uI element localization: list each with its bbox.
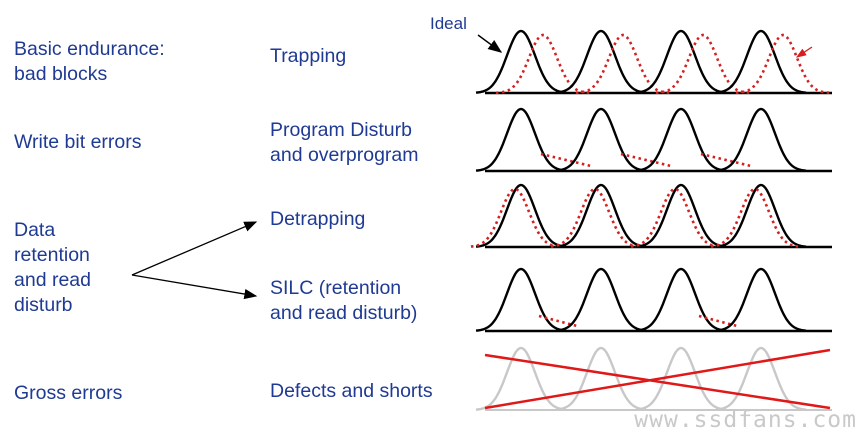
- cross-line-up: [484, 348, 831, 410]
- ideal-pointer: [477, 34, 503, 53]
- ideal-distribution-curve: [475, 183, 567, 248]
- ideal-distribution-curve: [715, 29, 807, 94]
- ideal-distribution-curve: [635, 183, 727, 248]
- category-data-retention: Data retention and read disturb: [14, 219, 91, 316]
- shifted-distribution-curve: [630, 187, 719, 248]
- shifted-distribution-curve: [470, 187, 559, 248]
- mechanism-defects-shorts: Defects and shorts: [270, 380, 433, 402]
- ideal-distribution-curve: [715, 346, 807, 411]
- ideal-distribution-curve: [635, 346, 727, 411]
- category-gross-errors: Gross errors: [14, 382, 123, 404]
- ideal-distribution-curve: [715, 183, 807, 248]
- ideal-distribution-curve: [635, 29, 727, 94]
- watermark: www.ssdfans.com: [634, 407, 857, 433]
- ideal-distribution-curve: [555, 107, 647, 172]
- disturb-tail: [698, 314, 738, 328]
- ideal-distribution-curve: [555, 29, 647, 94]
- arrow-to-detrapping: [131, 221, 258, 276]
- shifted-distribution-curve: [710, 187, 799, 248]
- cross-line-down: [484, 353, 831, 410]
- ideal-label: Ideal: [430, 14, 467, 33]
- ideal-distribution-curve: [475, 346, 567, 411]
- shifted-distribution-curve: [655, 33, 750, 95]
- arrow-to-silc: [131, 274, 258, 300]
- disturb-tail: [700, 152, 752, 168]
- category-basic-endurance: Basic endurance: bad blocks: [14, 38, 165, 85]
- ideal-distribution-curve: [635, 267, 727, 332]
- ideal-distribution-curve: [475, 29, 567, 94]
- disturb-tail: [538, 314, 578, 328]
- ideal-distribution-curve: [555, 183, 647, 248]
- shift-pointer: [795, 46, 813, 58]
- shifted-distribution-curve: [495, 33, 590, 95]
- ideal-distribution-curve: [475, 267, 567, 332]
- ideal-distribution-curve: [715, 107, 807, 172]
- mechanism-program-disturb: Program Disturb and overprogram: [270, 119, 419, 166]
- mechanism-detrapping: Detrapping: [270, 208, 366, 230]
- category-write-bit-errors: Write bit errors: [14, 131, 142, 153]
- ideal-distribution-curve: [555, 267, 647, 332]
- ideal-distribution-curve: [635, 107, 727, 172]
- ideal-distribution-curve: [555, 346, 647, 411]
- disturb-tail: [620, 152, 672, 168]
- ideal-distribution-curve: [475, 107, 567, 172]
- disturb-tail: [540, 152, 592, 168]
- shifted-distribution-curve: [550, 187, 639, 248]
- mechanism-silc: SILC (retention and read disturb): [270, 277, 418, 324]
- mechanism-trapping: Trapping: [270, 45, 347, 67]
- ideal-distribution-curve: [715, 267, 807, 332]
- shifted-distribution-curve: [735, 33, 830, 95]
- shifted-distribution-curve: [575, 33, 670, 95]
